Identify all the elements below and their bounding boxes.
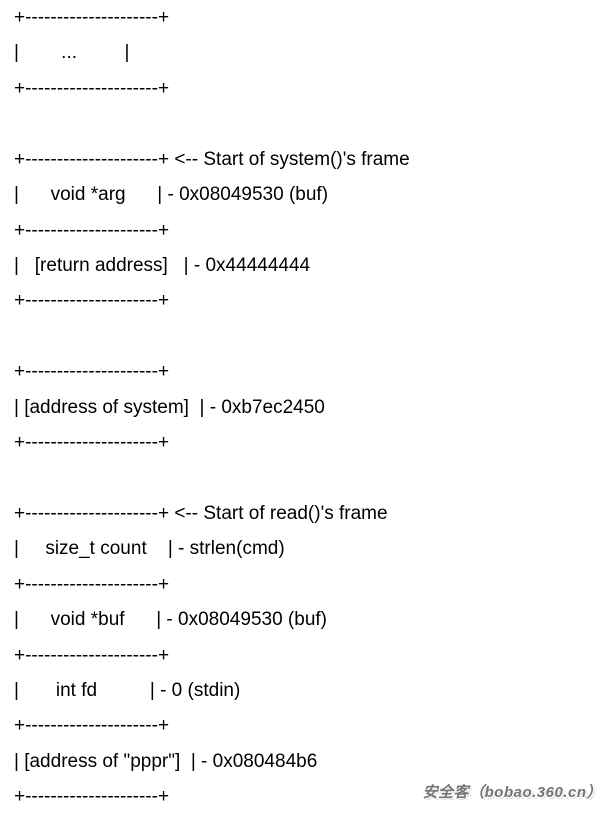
- ascii-border-row: +---------------------+: [14, 290, 170, 312]
- cell-void-buf: | void *buf | - 0x08049530 (buf): [14, 609, 327, 631]
- blank-row: [14, 106, 410, 141]
- cell-size-t-count: | size_t count | - strlen(cmd): [14, 538, 285, 560]
- watermark-anquanke: 安全客（bobao.360.cn）: [422, 784, 602, 801]
- cell-address-of-system: | [address of system] | - 0xb7ec2450: [14, 396, 325, 418]
- blank-row: [14, 319, 410, 354]
- ascii-border-row: +---------------------+: [14, 77, 170, 99]
- cell-void-arg: | void *arg | - 0x08049530 (buf): [14, 184, 329, 206]
- cell-return-address: | [return address] | - 0x44444444: [14, 254, 311, 276]
- ascii-border-row: +---------------------+: [14, 361, 170, 383]
- ascii-border-row: +---------------------+: [14, 786, 170, 808]
- frame-header-system: +---------------------+ <-- Start of sys…: [14, 148, 410, 170]
- ascii-border-row: +---------------------+: [14, 7, 170, 28]
- cell-int-fd: | int fd | - 0 (stdin): [14, 680, 241, 702]
- cell-address-of-pppr: | [address of "pppr"] | - 0x080484b6: [14, 750, 318, 772]
- ascii-border-row: +---------------------+: [14, 432, 170, 454]
- ascii-border-row: +---------------------+: [14, 715, 170, 737]
- frame-header-read: +---------------------+ <-- Start of rea…: [14, 502, 388, 524]
- blank-row: [14, 460, 410, 495]
- cell-ellipsis: | ... |: [14, 42, 130, 64]
- ascii-border-row: +---------------------+: [14, 573, 170, 595]
- ascii-border-row: +---------------------+: [14, 644, 170, 666]
- stack-layout-ascii-diagram: +---------------------+ | ... | +-------…: [14, 0, 410, 815]
- ascii-border-row: +---------------------+: [14, 219, 170, 241]
